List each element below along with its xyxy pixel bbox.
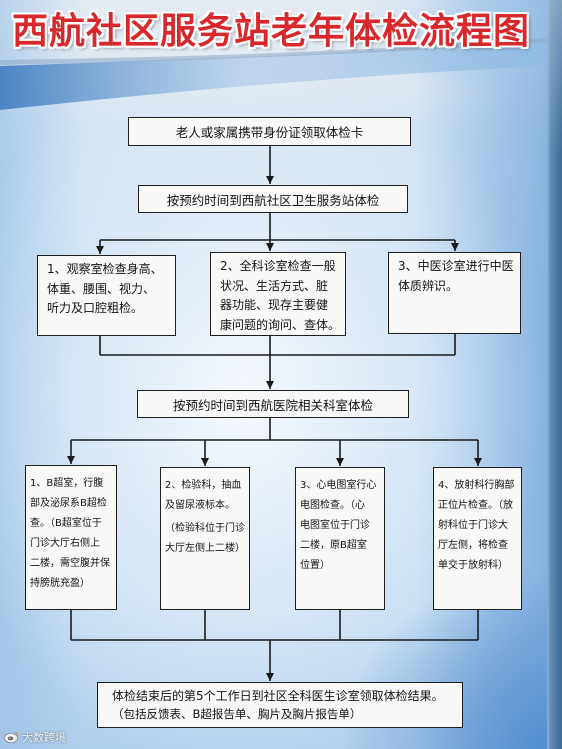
box-text-line: 2、检验科，抽血 [165,480,242,491]
watermark-text: 大数跨境 [22,731,66,744]
box-text-line: 体质辨识。 [398,278,459,293]
box-text-line: 1、观察室检查身高、 [47,262,163,276]
box-text-line: 1、B超室，行腹 [30,478,104,489]
box-text-line: 二楼，需空腹并保 [30,558,110,569]
box-text-line: 电图室位于门诊 [300,520,370,531]
tcm-clinic-check-box: 3、中医诊室进行中医 体质辨识。 [388,252,521,334]
collect-results-box: 体检结束后的第5个工作日到社区全科医生诊室领取体检结果。 （包括反馈表、B超报告… [97,682,463,728]
box-text-line: 体重、腰围、视力、 [47,281,156,296]
laboratory-box: 2、检验科，抽血 及留尿液标本。 （检验科位于门诊 大厅左侧上二楼） [160,467,250,610]
radiology-box: 4、放射科行胸部 正位片检查。（放 射科位于门诊大 厅左侧，将检查 单交于放射科… [433,467,522,610]
box-text-line: 3、心电图室行心 [300,480,377,491]
box-text-line: 听力及口腔粗检。 [47,301,144,315]
observation-room-check-box: 1、观察室检查身高、 体重、腰围、视力、 听力及口腔粗检。 [37,255,176,336]
box-text-line: 电图检查。（心 [300,500,365,511]
poster-frame-edge [547,0,562,749]
step-community-exam-box: 按预约时间到西航社区卫生服务站体检 [138,185,408,213]
box-text-line: 射科位于门诊大 [438,520,508,531]
box-text-line: 部及泌尿系B超检 [30,498,107,509]
box-text-line: 器功能、现存主要健 [220,298,329,312]
box-text-line: （检验科位于门诊 [165,523,245,534]
swoosh-band [0,42,547,110]
ecg-room-box: 3、心电图室行心 电图检查。（心 电图室位于门诊 二楼，原B超室 位置） [295,467,385,610]
result-note-line: （包括反馈表、B超报告单、胸片及胸片报告单） [112,707,362,721]
box-text-line: 3、中医诊室进行中医 [398,259,514,273]
result-text-line: 体检结束后的第5个工作日到社区全科医生诊室领取体检结果。 [112,689,444,703]
box-text-line: 及留尿液标本。 [165,500,235,511]
box-text-line: 持膀胱充盈） [30,578,90,589]
box-text-line: 大厅左侧上二楼） [165,543,245,554]
box-text-line: 位置） [300,560,330,571]
step-get-exam-card-text: 老人或家属携带身份证领取体检卡 [175,125,364,140]
step-hospital-exam-text: 按预约时间到西航医院相关科室体检 [172,397,373,413]
general-clinic-check-box: 2、全科诊室检查一般 状况、生活方式、脏 器功能、现存主要健 康问题的询问、查体… [210,252,346,336]
box-text-line: 4、放射科行胸部 [438,480,515,491]
box-text-line: 单交于放射科） [438,560,508,571]
watermark: 大数跨境 [4,729,66,745]
swoosh-line [0,38,547,65]
box-text-line: 正位片检查。（放 [438,500,513,511]
weibo-icon [4,731,19,743]
step-get-exam-card-box: 老人或家属携带身份证领取体检卡 [128,117,411,146]
box-text-line: 2、全科诊室检查一般 [220,259,336,273]
box-text-line: 状况、生活方式、脏 [220,278,329,293]
step-community-exam-text: 按预约时间到西航社区卫生服务站体检 [166,192,380,208]
box-text-line: 查。（B超室位于 [30,518,102,529]
ultrasound-room-box: 1、B超室，行腹 部及泌尿系B超检 查。（B超室位于 门诊大厅右侧上 二楼，需空… [25,465,117,610]
page-title: 西航社区服务站老年体检流程图 [12,11,531,52]
box-text-line: 二楼，原B超室 [300,540,367,551]
box-text-line: 门诊大厅右侧上 [30,538,100,549]
box-text-line: 厅左侧，将检查 [438,540,508,551]
box-text-line: 康问题的询问、查体。 [220,317,341,332]
step-hospital-exam-box: 按预约时间到西航医院相关科室体检 [137,390,409,418]
